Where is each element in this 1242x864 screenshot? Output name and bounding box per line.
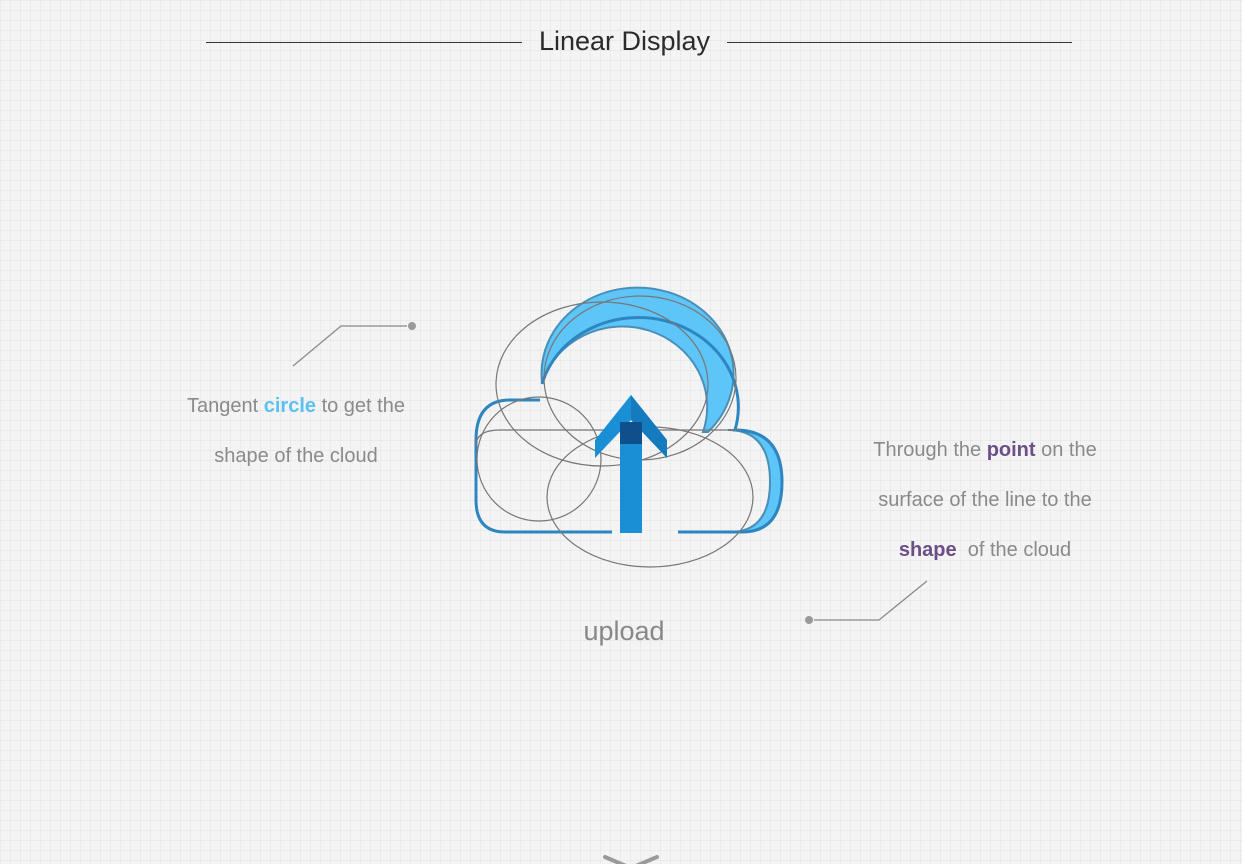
right-annotation-line-2: surface of the line to the (878, 489, 1092, 511)
left-note-highlight: circle (263, 395, 317, 417)
icon-caption: upload (583, 616, 665, 646)
right-annotation-line-1: Through the point on the (840, 425, 1130, 475)
right-note-highlight-point: point (986, 439, 1036, 461)
title-rule-left (206, 42, 522, 43)
right-annotation-line-3: shape of the cloud (840, 525, 1130, 575)
left-annotation: Tangent circle to get the shape of the c… (150, 381, 442, 481)
page-title: Linear Display (538, 26, 711, 56)
right-note-text-after: on the (1035, 439, 1097, 461)
right-note-text: Through the (873, 439, 987, 461)
left-note-text: Tangent (187, 395, 264, 417)
title-rule-right (727, 42, 1072, 43)
section-header: Linear Display (206, 22, 1072, 64)
left-annotation-line-1: Tangent circle to get the (150, 381, 442, 431)
upload-arrow (595, 395, 667, 533)
right-note-highlight-shape: shape (898, 539, 957, 561)
left-note-text-after: to get the (316, 395, 405, 417)
right-note-text-end: of the cloud (956, 539, 1072, 561)
right-annotation: Through the point on the surface of the … (840, 425, 1130, 575)
right-callout-leader (805, 580, 928, 624)
chevron-down-icon[interactable] (603, 855, 659, 864)
left-callout-leader (292, 322, 416, 367)
left-annotation-line-2: shape of the cloud (214, 445, 378, 467)
cloud-upload-icon (474, 286, 784, 568)
